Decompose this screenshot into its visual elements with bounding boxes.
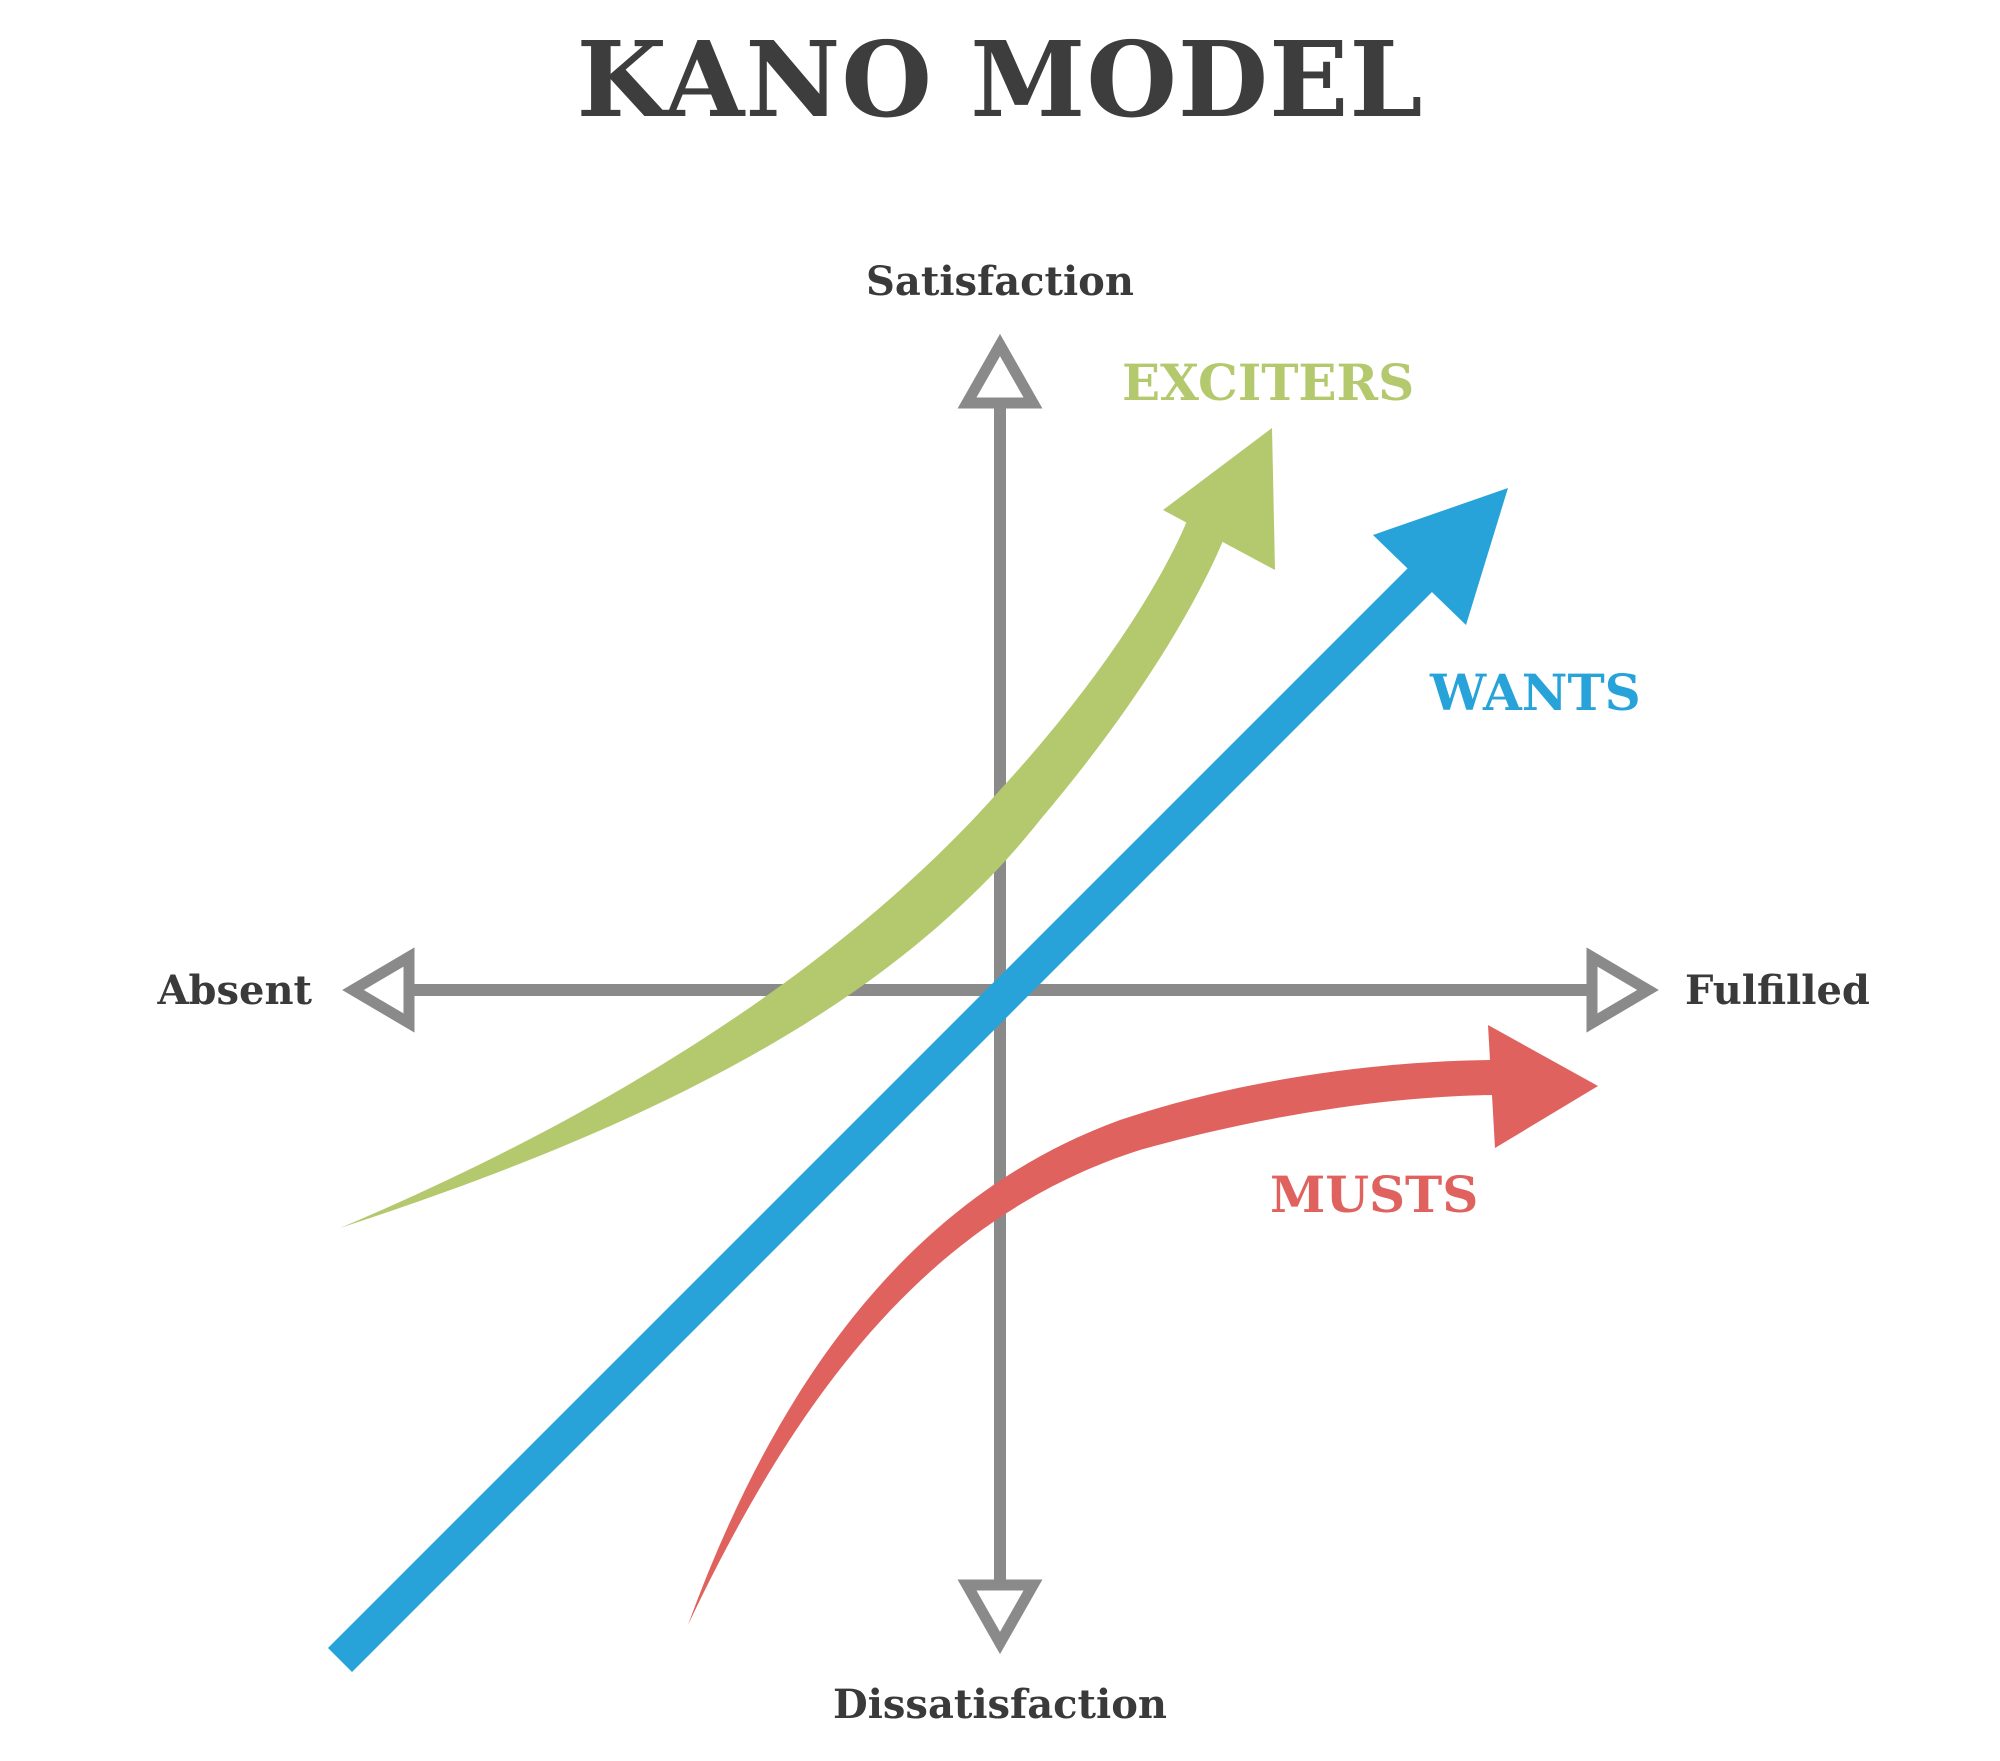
axis-label-satisfaction: Satisfaction bbox=[866, 258, 1134, 305]
arrow-left-icon bbox=[342, 947, 415, 1033]
curve-label-exciters: EXCITERS bbox=[1122, 353, 1414, 412]
arrow-down-icon bbox=[957, 1579, 1043, 1655]
axis-label-dissatisfaction: Dissatisfaction bbox=[833, 1681, 1167, 1728]
exciters-arrowhead-icon bbox=[1163, 428, 1275, 570]
axis-label-fulfilled: Fulfilled bbox=[1685, 967, 1870, 1014]
axis-label-absent: Absent bbox=[156, 967, 312, 1014]
curve-label-musts: MUSTS bbox=[1270, 1165, 1478, 1224]
wants-arrowhead-icon bbox=[1373, 488, 1508, 625]
musts-curve-body bbox=[688, 1060, 1500, 1625]
exciters-curve bbox=[340, 428, 1275, 1228]
arrow-up-icon bbox=[957, 333, 1043, 409]
curve-label-wants: WANTS bbox=[1429, 663, 1641, 722]
wants-line-body bbox=[327, 547, 1453, 1673]
wants-curve bbox=[327, 488, 1508, 1673]
musts-arrowhead-icon bbox=[1488, 1025, 1598, 1148]
musts-curve bbox=[688, 1025, 1598, 1625]
exciters-curve-body bbox=[340, 503, 1231, 1228]
arrow-right-icon bbox=[1586, 947, 1659, 1033]
page-title: KANO MODEL bbox=[576, 18, 1424, 141]
